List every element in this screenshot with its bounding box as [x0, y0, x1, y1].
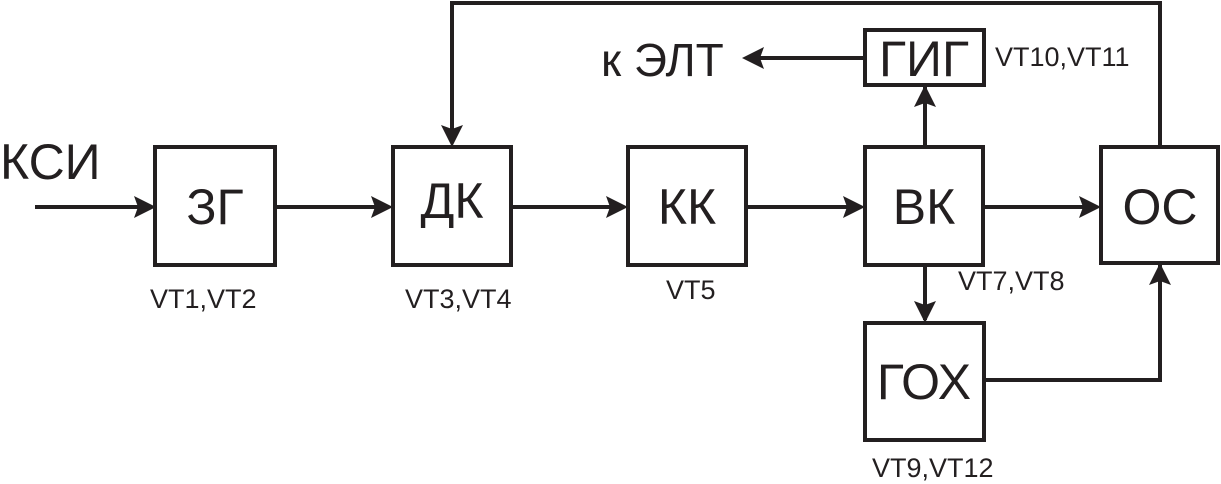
- block-kk: КК: [626, 145, 748, 267]
- block-zg-sub: VT1,VT2: [150, 284, 257, 314]
- block-goh-sub: VT9,VT12: [872, 453, 994, 483]
- block-vk-label: ВК: [893, 179, 955, 235]
- arrowhead-kk: [606, 196, 628, 218]
- arrow-goh-to-os: [986, 265, 1162, 382]
- block-os: ОС: [1099, 145, 1220, 265]
- block-vk: ВК: [863, 145, 985, 267]
- block-dk-label: ДК: [421, 173, 484, 229]
- arrowhead-vk: [843, 196, 865, 218]
- arrowheads: [134, 47, 1171, 323]
- arrowhead-feedback-dk: [441, 125, 463, 147]
- block-vk-sub: VT7,VT8: [958, 266, 1065, 296]
- arrowhead-os: [1079, 196, 1101, 218]
- block-gig-sub: VT10,VT11: [995, 42, 1130, 72]
- arrowhead-gig: [914, 85, 936, 107]
- output-label: к ЭЛТ: [601, 34, 724, 86]
- block-goh-label: ГОХ: [877, 354, 971, 410]
- block-os-label: ОС: [1123, 179, 1198, 235]
- arrowhead-goh: [914, 301, 936, 323]
- block-kk-label: КК: [658, 179, 716, 235]
- block-gig-label: ГИГ: [879, 31, 969, 87]
- feedback-os-to-dk: [450, 1, 1162, 145]
- input-label: КСИ: [0, 134, 101, 190]
- connections: [35, 1, 1162, 382]
- arrowhead-elt: [742, 47, 764, 69]
- block-dk: ДК: [391, 145, 513, 267]
- arrowhead-os-bottom: [1149, 263, 1171, 285]
- arrowhead-zg: [134, 196, 156, 218]
- block-zg: ЗГ: [153, 145, 277, 267]
- block-kk-sub: VT5: [666, 275, 716, 305]
- block-zg-label: ЗГ: [186, 179, 243, 235]
- block-dk-sub: VT3,VT4: [405, 284, 512, 314]
- arrowhead-dk: [371, 196, 393, 218]
- block-goh: ГОХ: [863, 321, 986, 442]
- block-gig: ГИГ: [863, 28, 986, 87]
